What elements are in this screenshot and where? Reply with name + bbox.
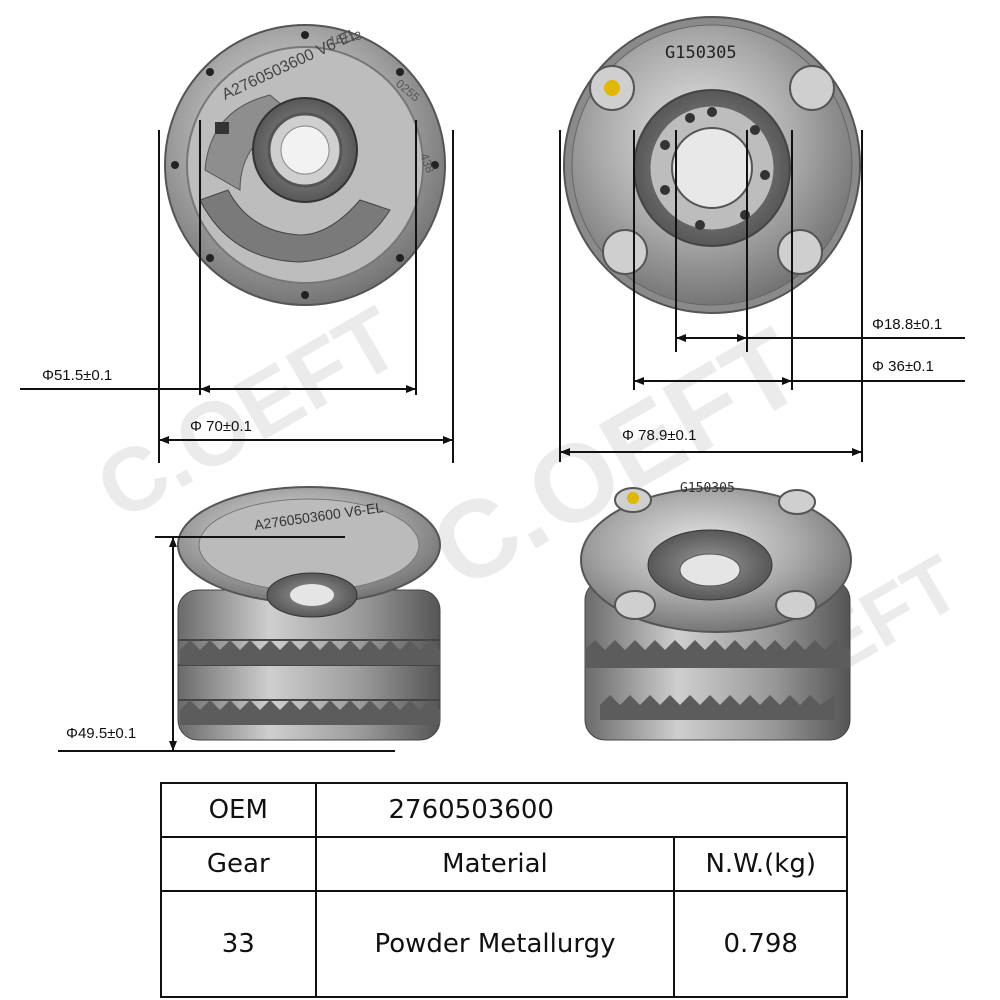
dim-height: Φ49.5±0.1 <box>66 725 136 742</box>
dimension-lines-top-right <box>559 130 965 462</box>
svg-text:G150305: G150305 <box>665 43 737 63</box>
table-row: Gear Material N.W.(kg) <box>160 836 848 892</box>
dim-outer-diameter: Φ 70±0.1 <box>190 418 252 435</box>
spec-table: OEM 2760503600 Gear Material N.W.(kg) 33… <box>160 782 849 998</box>
oem-label: OEM <box>160 782 317 838</box>
svg-text:438: 438 <box>417 151 437 175</box>
svg-text:G150305: G150305 <box>680 481 735 496</box>
dim-hub-diameter: Φ 36±0.1 <box>872 358 934 375</box>
header-gear: Gear <box>160 836 317 892</box>
value-gear: 33 <box>160 890 317 998</box>
svg-text:16113: 16113 <box>328 28 363 47</box>
oem-value: 2760503600 <box>314 782 849 838</box>
value-weight: 0.798 <box>673 890 848 998</box>
header-material: Material <box>314 836 676 892</box>
header-weight: N.W.(kg) <box>673 836 848 892</box>
actuator-rear-view: A2760503600 V6-EL 16113 0255 438 <box>164 24 446 306</box>
dimension-lines-bottom-left <box>58 536 395 752</box>
actuator-angled-rear-view: A2760503600 V6-EL <box>177 486 441 741</box>
actuator-front-view: G150305 <box>563 16 861 314</box>
dimension-lines-top-left <box>20 120 454 463</box>
dim-outer-diameter-front: Φ 78.9±0.1 <box>622 427 696 444</box>
dim-bore-diameter: Φ18.8±0.1 <box>872 316 942 333</box>
table-row: OEM 2760503600 <box>160 782 849 838</box>
value-material: Powder Metallurgy <box>314 890 676 998</box>
dim-inner-diameter: Φ51.5±0.1 <box>42 367 112 384</box>
actuator-angled-front-view: G150305 <box>580 481 852 741</box>
table-row: 33 Powder Metallurgy 0.798 <box>160 890 848 998</box>
